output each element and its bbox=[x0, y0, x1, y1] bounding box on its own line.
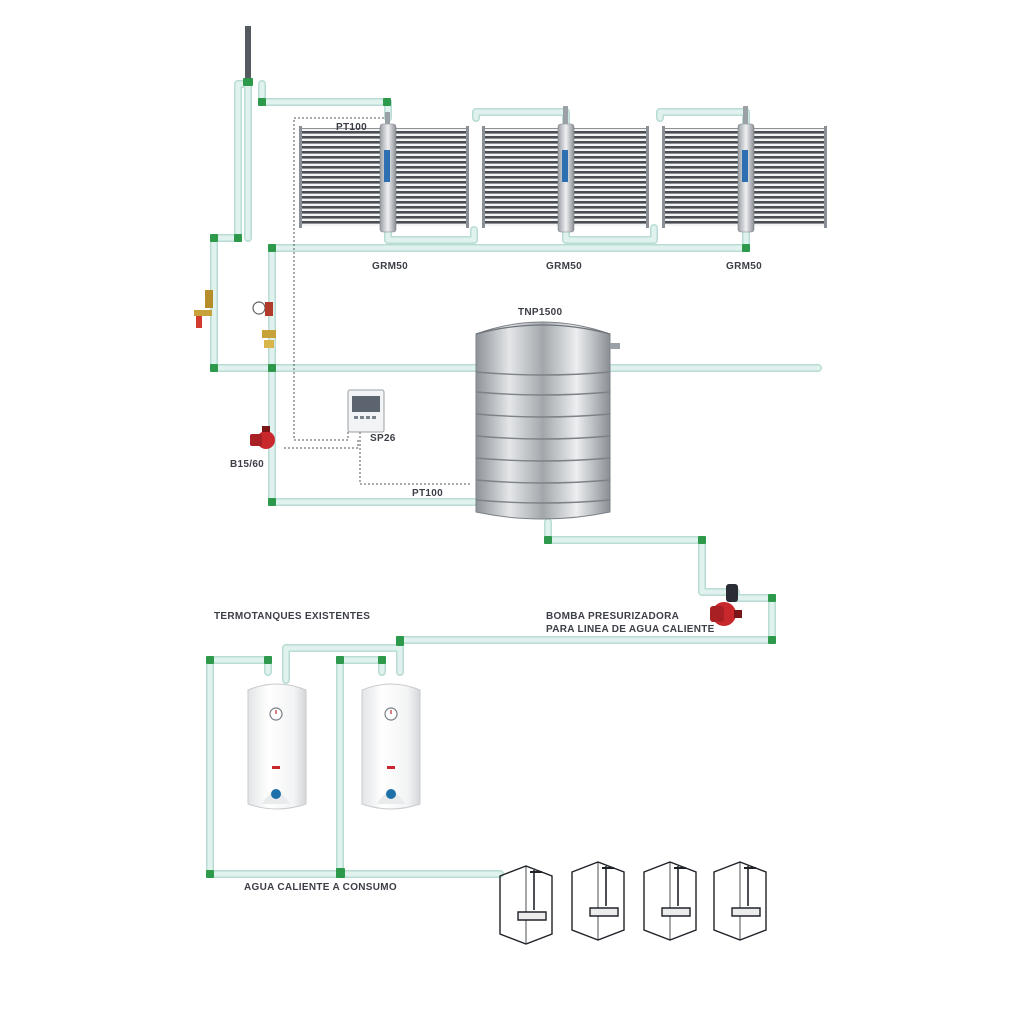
label-pressure-pump-line2: PARA LINEA DE AGUA CALIENTE bbox=[546, 624, 715, 635]
water-heater-2 bbox=[361, 683, 421, 810]
pressure-gauge-icon bbox=[252, 301, 276, 348]
label-pt100-bottom: PT100 bbox=[412, 488, 443, 499]
pipe-fittings bbox=[206, 78, 776, 878]
drain-valve-icon bbox=[194, 290, 213, 328]
sensor-wires bbox=[282, 117, 470, 485]
label-pt100-top: PT100 bbox=[336, 122, 367, 133]
shower-cabin-4 bbox=[713, 861, 767, 941]
circulation-pump-icon bbox=[250, 426, 275, 449]
pressure-pump-icon bbox=[710, 584, 742, 626]
label-controller: SP26 bbox=[370, 433, 396, 444]
label-pressure-pump: BOMBA PRESURIZADORA PARA LINEA DE AGUA C… bbox=[546, 610, 715, 636]
shower-cabin-2 bbox=[571, 861, 625, 941]
label-pressure-pump-line1: BOMBA PRESURIZADORA bbox=[546, 611, 680, 622]
shower-cabin-1 bbox=[499, 865, 553, 945]
water-heater-1 bbox=[247, 683, 307, 810]
label-circulation-pump: B15/60 bbox=[230, 459, 265, 470]
label-collector-3: GRM50 bbox=[726, 261, 762, 272]
shower-cabin-3 bbox=[643, 861, 697, 941]
solar-collector-1 bbox=[299, 112, 469, 233]
label-collector-1: GRM50 bbox=[372, 261, 408, 272]
solar-collector-3 bbox=[662, 106, 827, 233]
storage-tank bbox=[475, 321, 620, 520]
label-existing-heaters: TERMOTANQUES EXISTENTES bbox=[214, 611, 371, 622]
label-hot-water-consumption: AGUA CALIENTE A CONSUMO bbox=[244, 882, 398, 893]
controller-icon bbox=[347, 389, 385, 433]
label-tank: TNP1500 bbox=[518, 307, 563, 318]
solar-collector-2 bbox=[482, 106, 649, 233]
label-collector-2: GRM50 bbox=[546, 261, 582, 272]
